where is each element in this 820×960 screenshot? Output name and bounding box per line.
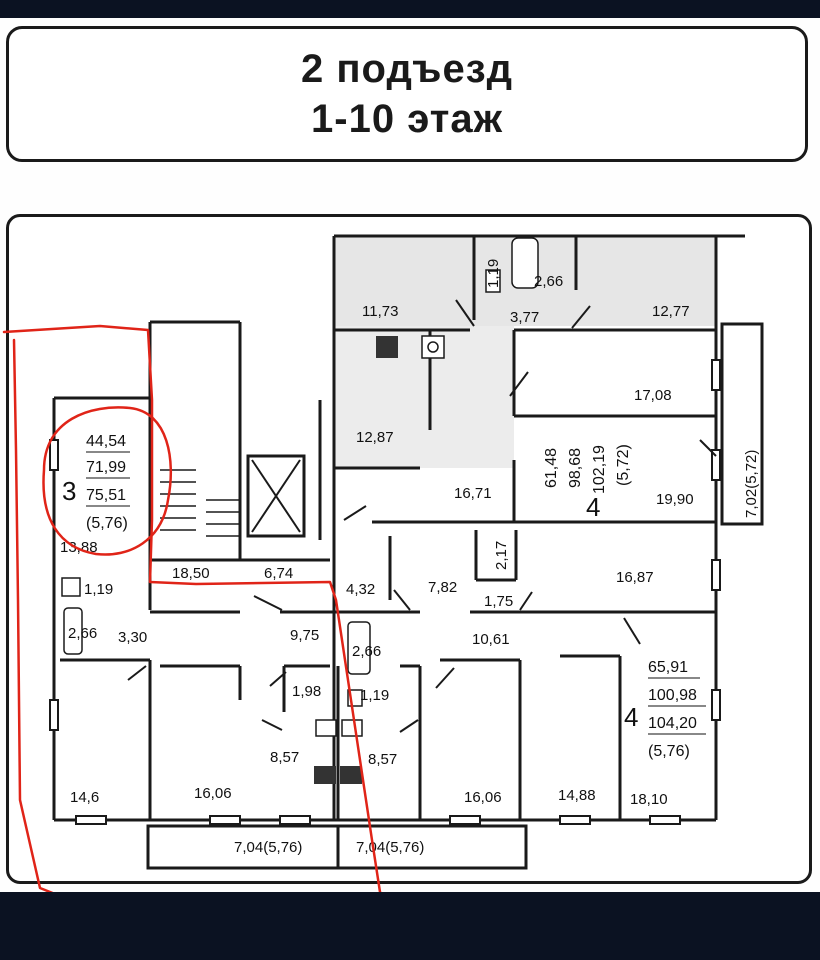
entrance-title: 2 подъезд [301, 47, 513, 91]
area-label: 2,17 [493, 541, 510, 570]
title-box: 2 подъезд 1-10 этаж [6, 26, 808, 162]
apartment-3-summary: 3 44,54 71,99 75,51 (5,76) [62, 433, 130, 532]
area-label: 7,04(5,76) [234, 839, 302, 856]
apartment-stat: 65,91 [648, 659, 688, 676]
apartment-room-count: 4 [586, 492, 600, 522]
area-label: 10,61 [472, 631, 510, 648]
area-label: 7,04(5,76) [356, 839, 424, 856]
doors [127, 299, 717, 733]
area-label: 7,82 [428, 579, 457, 596]
apartment-stat: 75,51 [86, 487, 126, 504]
apartment-stat: 71,99 [86, 459, 126, 476]
area-label: 2,66 [68, 625, 97, 642]
area-label: 2,66 [534, 273, 563, 290]
bathtub-icon [63, 237, 539, 675]
area-label: 14,6 [70, 789, 99, 806]
apartment-stat: 104,20 [648, 715, 697, 732]
area-label: 9,75 [290, 627, 319, 644]
area-label: 12,77 [652, 303, 690, 320]
area-label: 8,57 [270, 749, 299, 766]
apartment-stat: (5,72) [615, 444, 632, 486]
area-label: 16,87 [616, 569, 654, 586]
area-label: 8,57 [368, 751, 397, 768]
area-label: 3,77 [510, 309, 539, 326]
walls [52, 234, 764, 870]
red-annotation [2, 324, 398, 930]
windows [49, 359, 721, 825]
area-label: 1,19 [360, 687, 389, 704]
apartment-stat: 100,98 [648, 687, 697, 704]
area-label: 1,98 [292, 683, 321, 700]
area-label: 19,90 [656, 491, 694, 508]
area-label: 7,02(5,72) [743, 450, 760, 518]
bottom-bar [0, 892, 820, 960]
area-label: 17,08 [634, 387, 672, 404]
area-label: 1,19 [485, 259, 502, 288]
apartment-room-count: 4 [624, 702, 638, 732]
stove-icon [314, 336, 398, 784]
apartment-stat: (5,76) [86, 515, 128, 532]
floor-range-title: 1-10 этаж [311, 97, 503, 141]
area-label: 12,87 [356, 429, 394, 446]
staircase [160, 469, 240, 537]
elevator-icon [251, 459, 301, 533]
area-label: 6,74 [264, 565, 293, 582]
area-label: 16,06 [194, 785, 232, 802]
apartment-4-right-summary: 4 65,91 100,98 104,20 (5,76) [624, 659, 706, 760]
area-label: 14,88 [558, 787, 596, 804]
area-label: 18,50 [172, 565, 210, 582]
apartment-stat: 98,68 [567, 448, 584, 488]
apartment-stat: 44,54 [86, 433, 126, 450]
area-label: 16,06 [464, 789, 502, 806]
apartment-room-count: 3 [62, 476, 76, 506]
area-label: 16,71 [454, 485, 492, 502]
apartment-4-top-summary: 4 61,48 98,68 102,19 (5,72) [543, 444, 632, 522]
area-label: 2,66 [352, 643, 381, 660]
apartment-stat: 102,19 [591, 445, 608, 494]
area-label: 4,32 [346, 581, 375, 598]
area-label: 1,19 [84, 581, 113, 598]
sink-icon [315, 335, 445, 737]
apartment-stat: 61,48 [543, 448, 560, 488]
area-label: 1,75 [484, 593, 513, 610]
area-label: 3,30 [118, 629, 147, 646]
area-label: 11,73 [362, 303, 398, 320]
area-label: 18,10 [630, 791, 668, 808]
apartment-stat: (5,76) [648, 743, 690, 760]
